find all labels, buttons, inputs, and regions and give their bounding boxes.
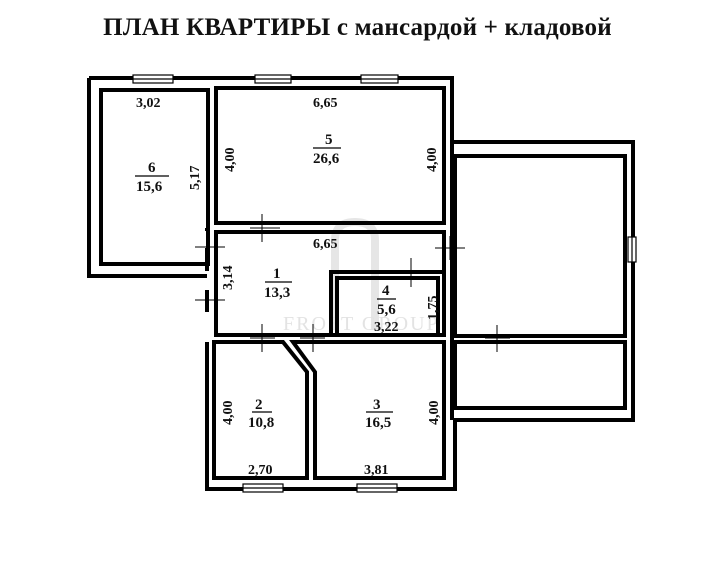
svg-text:6,65: 6,65 bbox=[313, 96, 338, 111]
svg-text:5: 5 bbox=[325, 132, 333, 148]
svg-text:6,65: 6,65 bbox=[313, 237, 338, 252]
svg-text:3,81: 3,81 bbox=[364, 463, 389, 478]
svg-text:26,6: 26,6 bbox=[313, 151, 340, 167]
svg-text:2,70: 2,70 bbox=[248, 463, 273, 478]
plan-title: ПЛАН КВАРТИРЫ с мансардой + кладовой bbox=[103, 14, 612, 41]
svg-text:5,6: 5,6 bbox=[377, 302, 396, 318]
svg-text:4,00: 4,00 bbox=[427, 401, 442, 426]
watermark-text: FROST GROUP bbox=[283, 313, 440, 335]
svg-text:2: 2 bbox=[255, 397, 263, 413]
svg-text:3,22: 3,22 bbox=[374, 320, 399, 335]
svg-text:3,14: 3,14 bbox=[221, 266, 236, 291]
svg-text:3: 3 bbox=[373, 397, 381, 413]
windows bbox=[132, 74, 637, 493]
room-6: 3,02 6 15,6 5,17 bbox=[135, 96, 203, 195]
svg-text:5,17: 5,17 bbox=[188, 166, 203, 191]
svg-text:10,8: 10,8 bbox=[248, 415, 274, 431]
svg-text:15,6: 15,6 bbox=[136, 179, 163, 195]
svg-text:3,02: 3,02 bbox=[136, 96, 161, 111]
svg-text:4: 4 bbox=[382, 283, 390, 299]
room-5: 6,65 5 26,6 4,00 4,00 bbox=[223, 96, 440, 172]
room-4: 4 5,6 3,22 1,75 bbox=[374, 283, 441, 335]
svg-text:1,75: 1,75 bbox=[426, 296, 441, 321]
svg-text:1: 1 bbox=[273, 266, 281, 282]
walls bbox=[87, 76, 635, 491]
svg-text:16,5: 16,5 bbox=[365, 415, 391, 431]
svg-text:4,00: 4,00 bbox=[223, 148, 238, 173]
svg-text:4,00: 4,00 bbox=[425, 148, 440, 173]
svg-text:6: 6 bbox=[148, 160, 156, 176]
door-markers bbox=[195, 214, 510, 352]
room-1: 6,65 1 13,3 3,14 bbox=[221, 237, 338, 301]
svg-text:4,00: 4,00 bbox=[221, 401, 236, 426]
svg-text:13,3: 13,3 bbox=[264, 285, 290, 301]
room-2: 2 10,8 2,70 4,00 bbox=[221, 397, 274, 478]
room-3: 3 16,5 3,81 4,00 bbox=[364, 397, 442, 478]
